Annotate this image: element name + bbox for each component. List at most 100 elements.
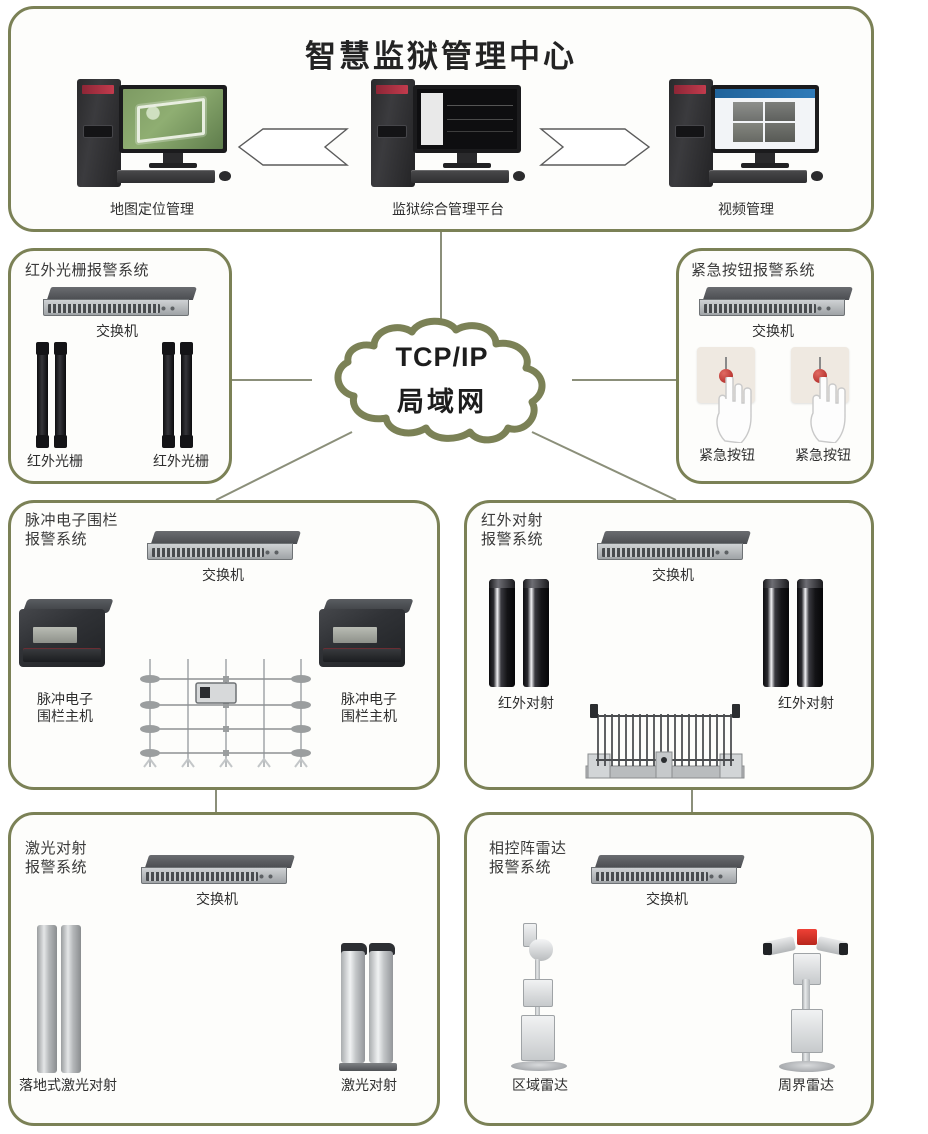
switch-label-grating: 交换机 xyxy=(96,323,138,339)
mouse-icon xyxy=(811,171,823,181)
emergency-button-icon-left[interactable] xyxy=(697,347,763,447)
radar-control-box xyxy=(521,1015,555,1061)
switch-face xyxy=(699,299,845,316)
area-radar-icon[interactable] xyxy=(503,923,583,1073)
laser-column xyxy=(37,925,57,1073)
switch-icon-radar[interactable] xyxy=(591,855,746,889)
panel-title-infrared-beam: 红外对射 报警系统 xyxy=(481,512,544,548)
device-label-ebtn-right: 紧急按钮 xyxy=(795,447,851,463)
switch-label-pulse-fence: 交换机 xyxy=(202,567,244,583)
radar-base xyxy=(779,1061,835,1072)
infrared-beam-tower-icon-r1[interactable] xyxy=(763,579,789,687)
screen-map-view xyxy=(123,89,223,149)
panel-title-infrared-grating: 红外光栅报警系统 xyxy=(25,262,150,279)
hand-pressing-icon xyxy=(716,377,752,443)
grating-bar xyxy=(54,342,67,448)
switch-icon-laser[interactable] xyxy=(141,855,296,889)
workstation-map-positioning[interactable] xyxy=(67,77,237,197)
switch-ports xyxy=(596,872,708,881)
panel-title-radar: 相控阵雷达 报警系统 xyxy=(489,840,567,876)
arrow-left-chevron-icon xyxy=(237,128,349,166)
monitor-stand xyxy=(755,153,775,163)
laser-base xyxy=(339,1063,397,1071)
grating-bar xyxy=(180,342,193,448)
panel-title-emergency-button: 紧急按钮报警系统 xyxy=(691,262,816,279)
switch-ports xyxy=(602,548,714,557)
pc-tower-icon xyxy=(371,79,415,187)
switch-ports xyxy=(152,548,264,557)
workstation-video-management[interactable] xyxy=(659,77,829,197)
monitor-icon xyxy=(119,85,227,153)
monitor-stand xyxy=(163,153,183,163)
switch-leds xyxy=(714,549,736,556)
device-label-pfhost-right: 脉冲电子 围栏主机 xyxy=(341,691,397,724)
keyboard-icon xyxy=(709,170,807,183)
camera-lens xyxy=(839,943,848,955)
switch-ports xyxy=(704,304,816,313)
device-label-pfhost-left: 脉冲电子 围栏主机 xyxy=(37,691,93,724)
switch-face xyxy=(597,543,743,560)
radar-unit-box xyxy=(523,979,553,1007)
keyboard-icon xyxy=(117,170,215,183)
cloud-shape-icon xyxy=(334,317,546,444)
host-display xyxy=(33,627,77,643)
panel-management-center: 智慧监狱管理中心 地图定位管理 监狱综合管理平台 xyxy=(8,6,874,232)
laser-beam-post-icon[interactable] xyxy=(339,943,399,1071)
infrared-beam-tower-icon-l2[interactable] xyxy=(523,579,549,687)
switch-icon-grating[interactable] xyxy=(43,287,198,321)
panel-laser-beam-system: 激光对射 报警系统 交换机 落地式激光对射 激光对射 xyxy=(8,812,440,1126)
mouse-icon xyxy=(219,171,231,181)
switch-icon-pulse-fence[interactable] xyxy=(147,531,302,565)
device-label-grating-left: 红外光栅 xyxy=(27,453,83,469)
floor-standing-laser-icon[interactable] xyxy=(37,925,85,1077)
switch-face xyxy=(591,867,737,884)
switch-label-laser: 交换机 xyxy=(196,891,238,907)
monitor-base xyxy=(443,163,491,168)
perimeter-radar-icon[interactable] xyxy=(759,915,855,1075)
screen-platform-view xyxy=(417,89,517,149)
grating-bar xyxy=(162,342,175,448)
host-body xyxy=(19,609,105,667)
monitor-icon xyxy=(711,85,819,153)
pulse-fence-host-icon-right[interactable] xyxy=(319,599,414,673)
pulse-fence-host-icon-left[interactable] xyxy=(19,599,114,673)
host-body xyxy=(319,609,405,667)
hand-pressing-icon xyxy=(810,377,846,443)
laser-column xyxy=(341,951,365,1063)
radar-control-box xyxy=(791,1009,823,1053)
camera-lens xyxy=(763,943,772,955)
panel-title-pulse-fence: 脉冲电子围栏 报警系统 xyxy=(25,512,119,548)
device-label-irbeam-left: 红外对射 xyxy=(498,695,554,711)
infrared-beam-tower-icon-l1[interactable] xyxy=(489,579,515,687)
laser-column xyxy=(61,925,81,1073)
host-display xyxy=(333,627,377,643)
cloud-label-lan: 局域网 xyxy=(397,387,487,417)
arrow-right-chevron-icon xyxy=(539,128,651,166)
device-label-laser-right: 激光对射 xyxy=(341,1077,397,1093)
workstation-prison-platform[interactable] xyxy=(361,77,531,197)
pc-tower-icon xyxy=(669,79,713,187)
infrared-grating-icon-right[interactable] xyxy=(162,342,197,448)
switch-ports xyxy=(48,304,160,313)
page-title: 智慧监狱管理中心 xyxy=(305,39,577,74)
panel-phased-array-radar-system: 相控阵雷达 报警系统 交换机 区域雷达 xyxy=(464,812,874,1126)
infrared-grating-icon-left[interactable] xyxy=(36,342,71,448)
emergency-button-icon-right[interactable] xyxy=(791,347,857,447)
switch-icon-infrared-beam[interactable] xyxy=(597,531,752,565)
switch-leds xyxy=(816,305,838,312)
panel-infrared-beam-system: 红外对射 报警系统 交换机 红外对射 红外对射 xyxy=(464,500,874,790)
laser-column xyxy=(369,951,393,1063)
pc-tower-icon xyxy=(77,79,121,187)
panel-emergency-button-system: 紧急按钮报警系统 交换机 紧急按钮 xyxy=(676,248,874,484)
monitor-icon xyxy=(413,85,521,153)
device-label-grating-right: 红外光栅 xyxy=(153,453,209,469)
radar-pole xyxy=(535,959,540,1065)
panel-title-laser-beam: 激光对射 报警系统 xyxy=(25,840,88,876)
device-label-laser-left: 落地式激光对射 xyxy=(19,1077,117,1093)
device-label-irbeam-right: 红外对射 xyxy=(778,695,834,711)
infrared-beam-tower-icon-r2[interactable] xyxy=(797,579,823,687)
device-label-radar-left: 区域雷达 xyxy=(512,1077,568,1093)
switch-icon-emergency[interactable] xyxy=(699,287,854,321)
switch-leds xyxy=(160,305,182,312)
